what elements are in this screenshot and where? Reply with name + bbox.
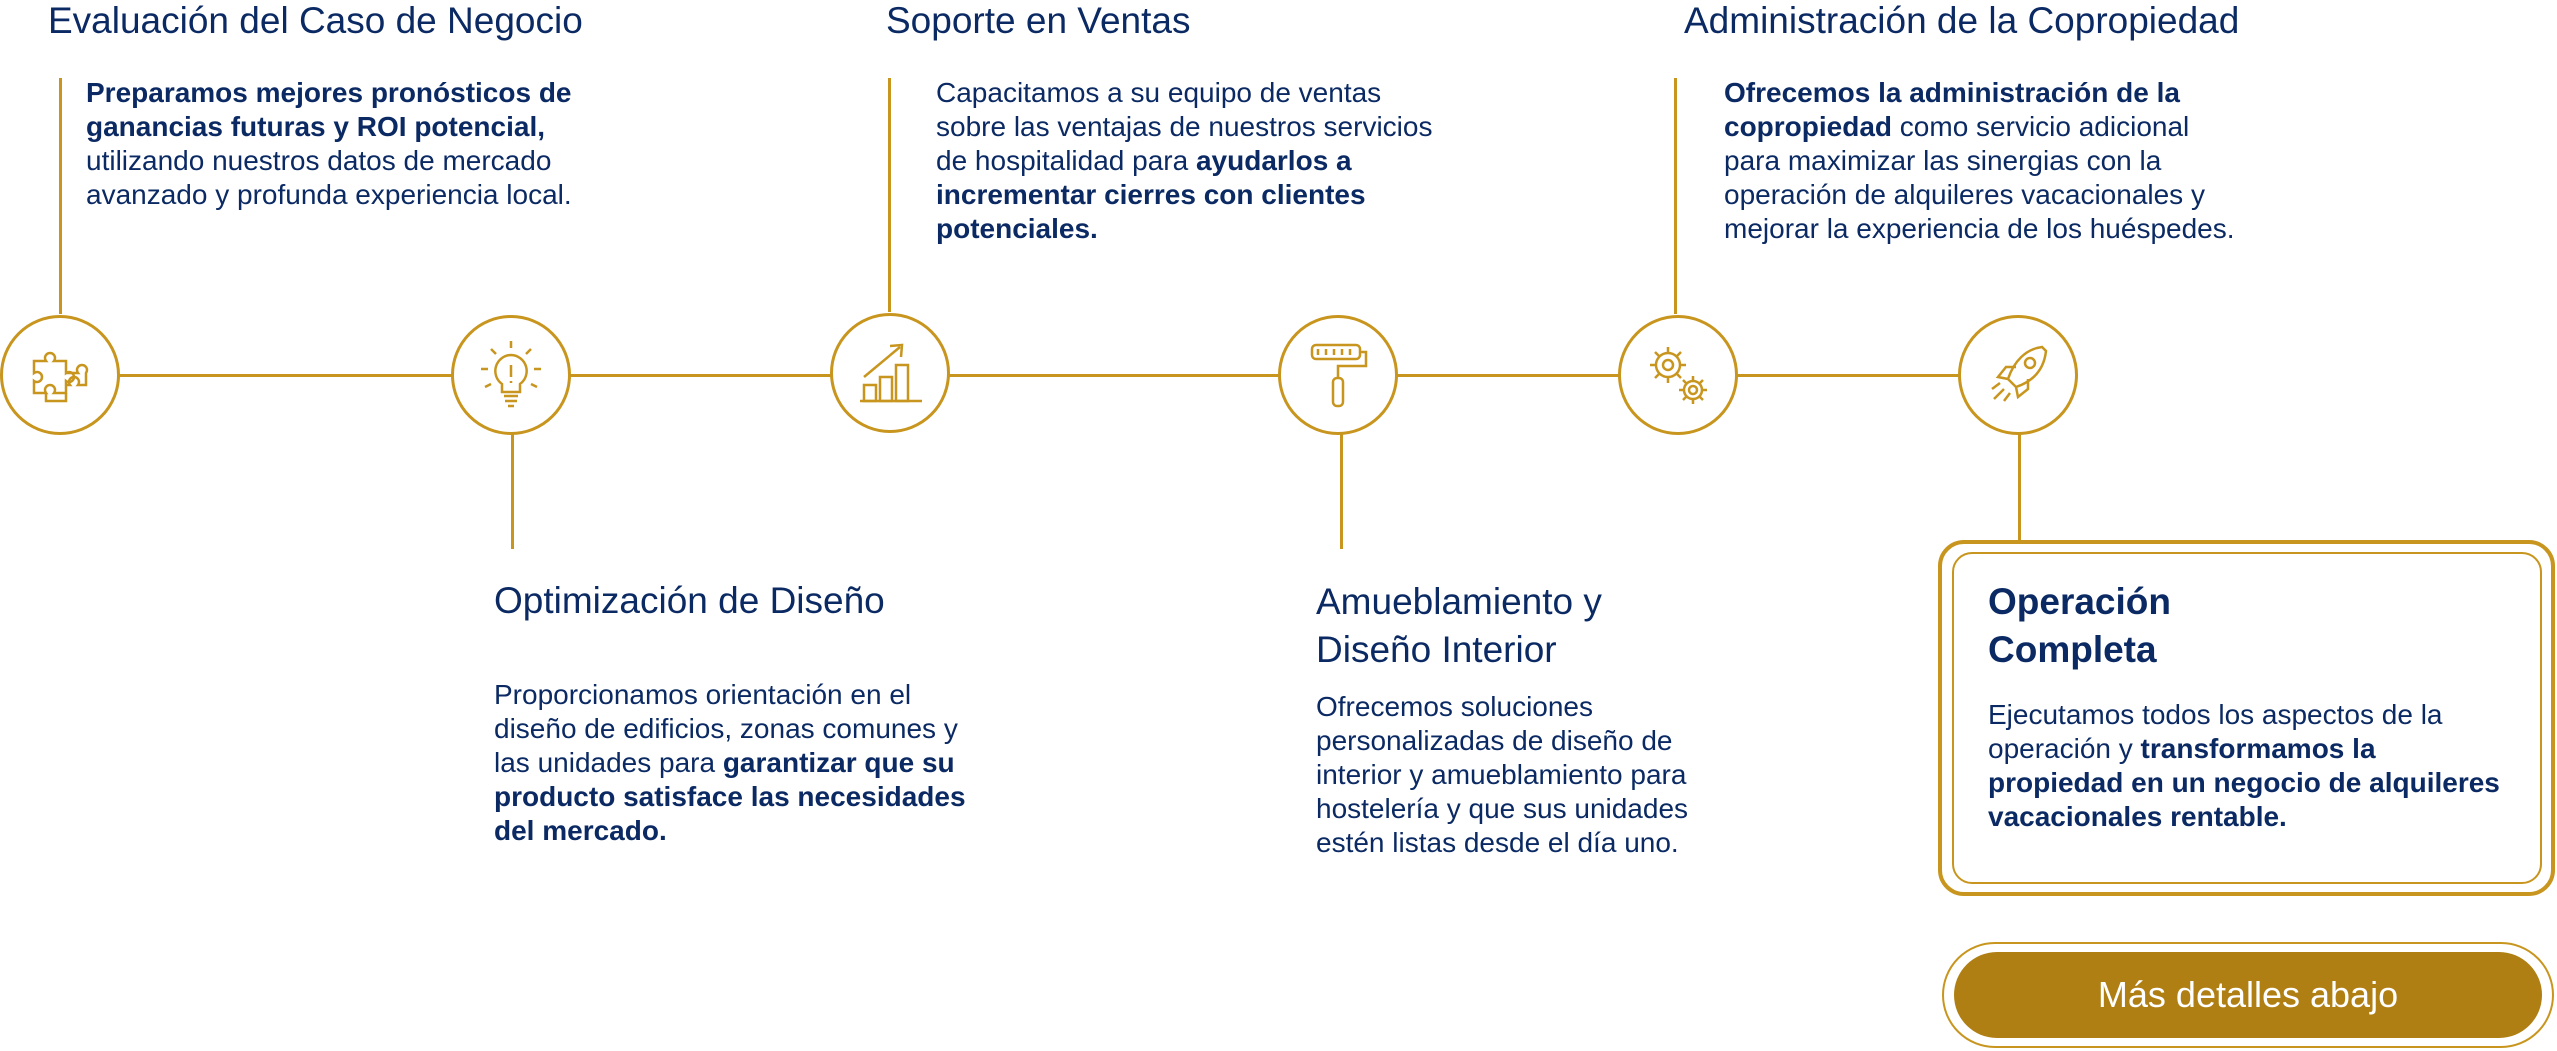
connector-6 xyxy=(2018,434,2021,544)
step-2-text: Proporcionamos orientación en el diseño … xyxy=(494,679,958,778)
step-6-title-line2: Completa xyxy=(1988,629,2157,670)
step-3-title: Soporte en Ventas xyxy=(886,0,1191,41)
more-details-button[interactable]: Más detalles abajo xyxy=(1954,952,2542,1038)
cta-button-frame xyxy=(1942,942,2554,1048)
step-1-text: utilizando nuestros datos de mercado ava… xyxy=(86,145,572,210)
growth-chart-icon xyxy=(860,343,922,403)
final-step-card xyxy=(1938,540,2555,896)
lightbulb-icon xyxy=(481,341,541,408)
step-5-highlight: Ofrecemos la administración de la coprop… xyxy=(1724,77,2180,142)
step-4-circle xyxy=(1278,315,1398,435)
step-5-title: Administración de la Copropiedad xyxy=(1684,0,2240,41)
step-5-circle xyxy=(1618,315,1738,435)
step-2-title: Optimización de Diseño xyxy=(494,580,885,621)
step-4-title-line2: Diseño Interior xyxy=(1316,629,1557,670)
connector-2 xyxy=(511,434,514,549)
connector-5 xyxy=(1674,78,1677,314)
step-6-title: Operación Completa xyxy=(1988,578,2171,674)
step-5-text: como servicio adicional para maximizar l… xyxy=(1724,111,2235,244)
step-3-circle xyxy=(830,313,950,433)
rocket-icon xyxy=(1991,345,2048,402)
step-6-title-line1: Operación xyxy=(1988,581,2171,622)
step-1-highlight: Preparamos mejores pronósticos de gananc… xyxy=(86,77,572,142)
step-4-description: Ofrecemos soluciones personalizadas de d… xyxy=(1316,691,1689,858)
puzzle-icon xyxy=(32,351,89,403)
step-5-description: Ofrecemos la administración de la coprop… xyxy=(1724,76,2244,246)
step-6-description: Ejecutamos todos los aspectos de la oper… xyxy=(1988,698,2508,834)
paint-roller-icon xyxy=(1310,343,1368,408)
connector-3 xyxy=(888,78,891,312)
timeline-line xyxy=(60,374,2020,377)
step-6-highlight: transformamos la propiedad en un negocio… xyxy=(1988,733,2500,832)
step-3-text: Capacitamos a su equipo de ventas sobre … xyxy=(936,77,1433,176)
step-6-text: Ejecutamos todos los aspectos de la oper… xyxy=(1988,699,2443,764)
final-step-card-inner xyxy=(1952,552,2542,884)
step-1-circle xyxy=(0,315,120,435)
step-2-highlight: garantizar que su producto satisface las… xyxy=(494,747,966,846)
step-4-title-line1: Amueblamiento y xyxy=(1316,581,1602,622)
step-2-circle xyxy=(451,315,571,435)
connector-4 xyxy=(1340,434,1343,549)
step-3-highlight: ayudarlos a incrementar cierres con clie… xyxy=(936,145,1366,244)
step-1-description: Preparamos mejores pronósticos de gananc… xyxy=(86,76,646,212)
step-4-title: Amueblamiento y Diseño Interior xyxy=(1316,578,1602,674)
step-1-title: Evaluación del Caso de Negocio xyxy=(48,0,583,41)
gears-icon xyxy=(1650,347,1707,404)
step-3-description: Capacitamos a su equipo de ventas sobre … xyxy=(936,76,1446,246)
step-6-circle xyxy=(1958,315,2078,435)
step-2-description: Proporcionamos orientación en el diseño … xyxy=(494,678,994,848)
connector-1 xyxy=(59,78,62,314)
